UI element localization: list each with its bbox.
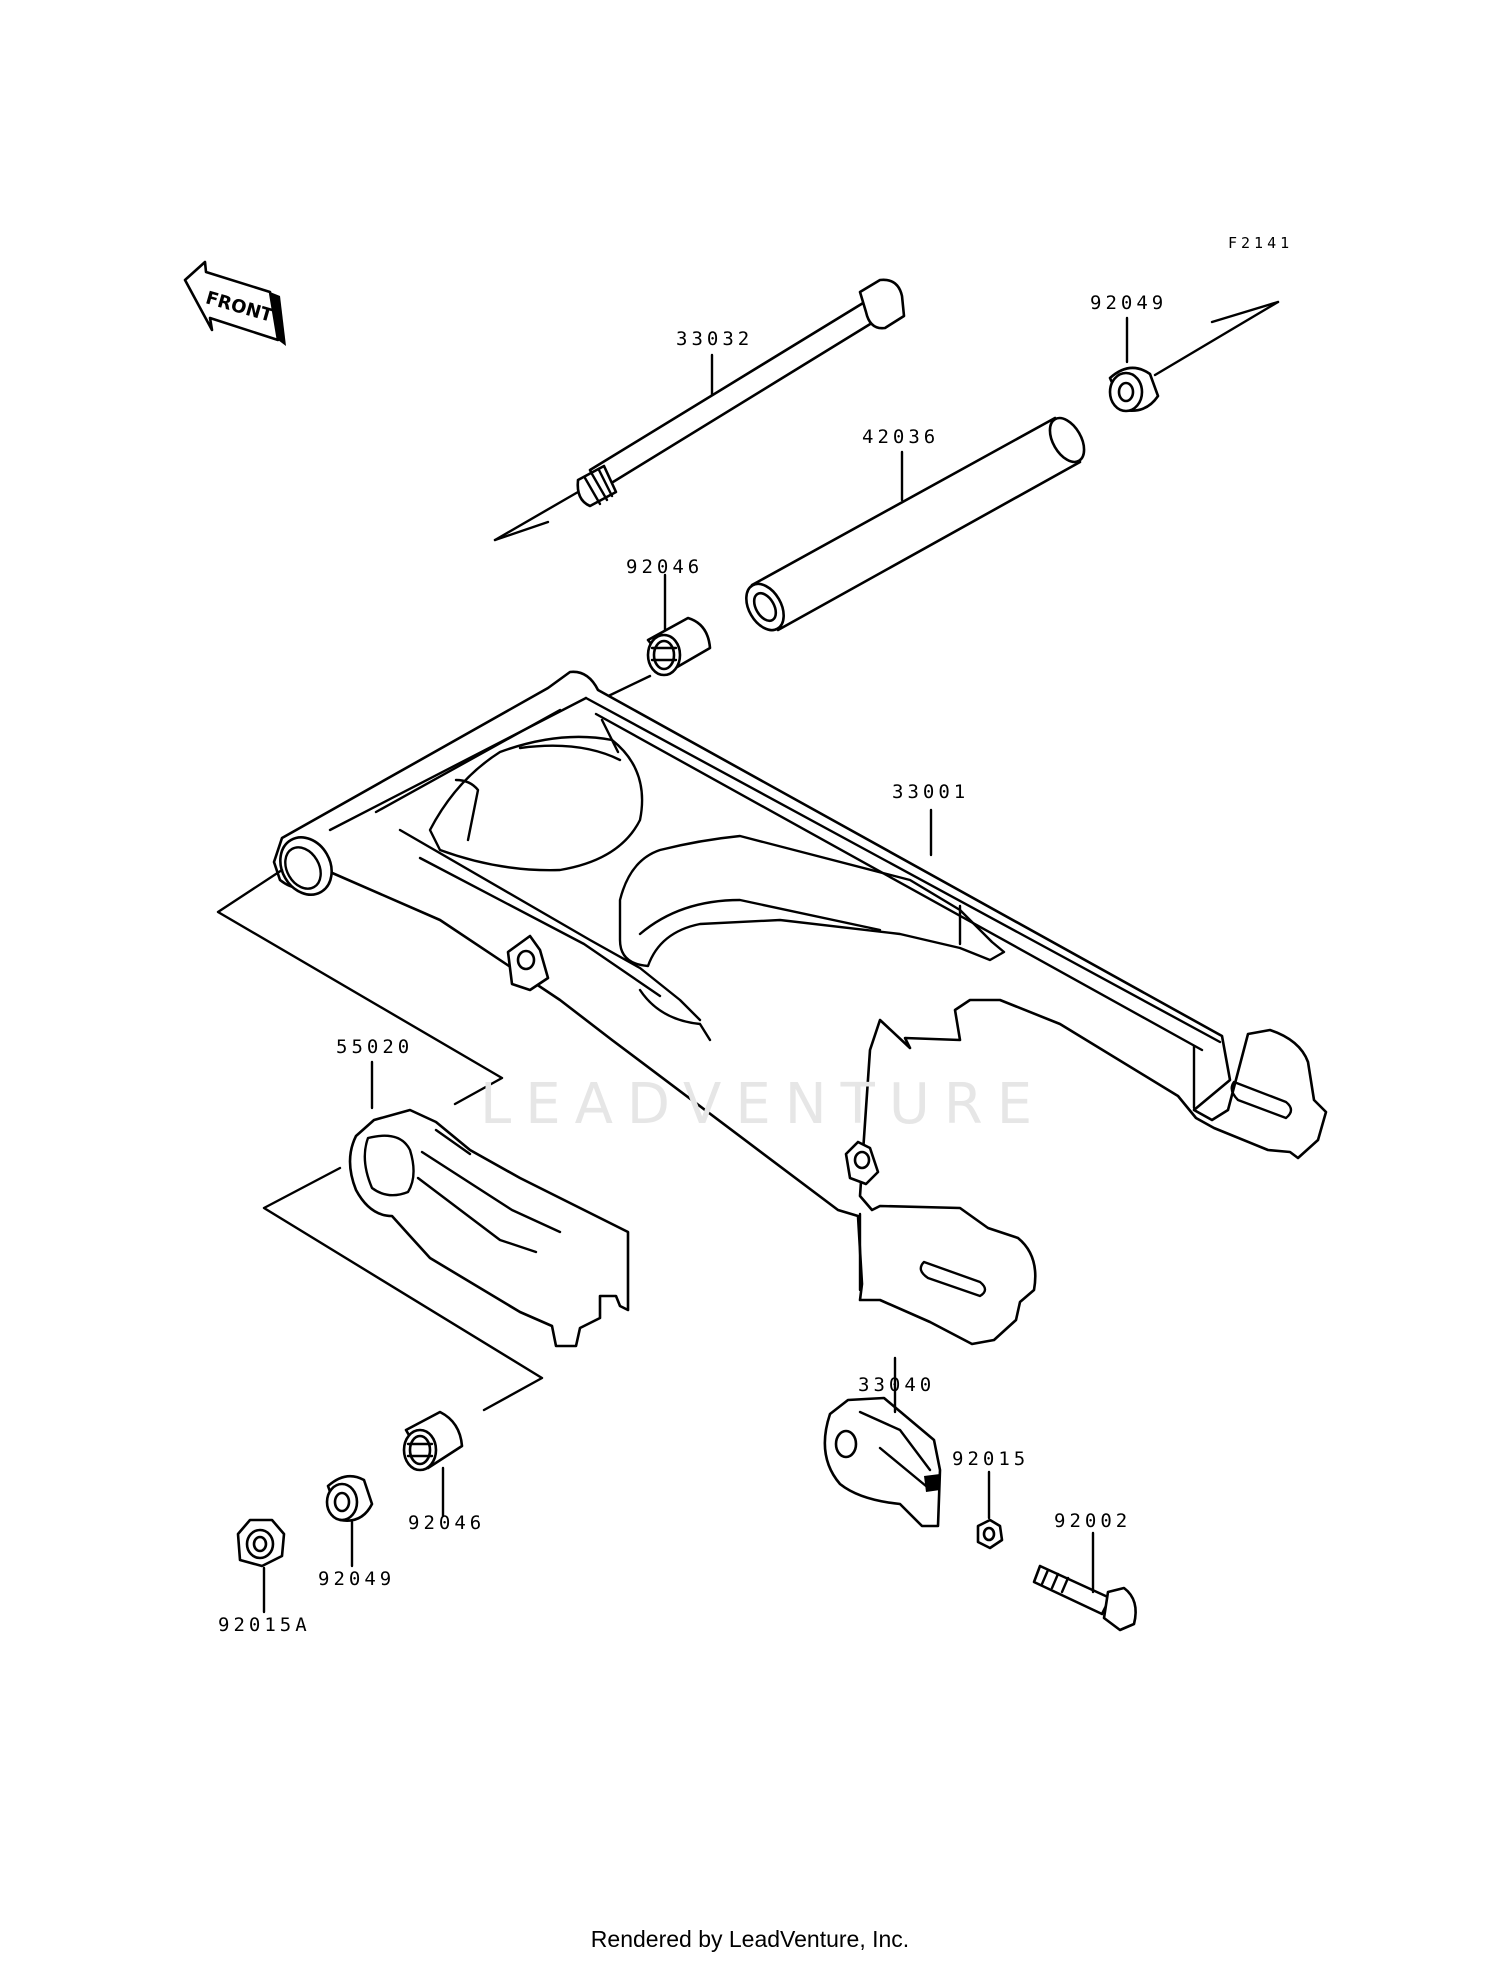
label-55020[interactable]: 55020 — [336, 1036, 414, 1058]
part-92015-nut — [976, 1518, 1004, 1550]
label-92049-top[interactable]: 92049 — [1090, 292, 1168, 314]
label-92049-bottom[interactable]: 92049 — [318, 1568, 396, 1590]
front-arrow-icon: FRONT — [183, 260, 286, 346]
part-55020-chain-guide — [348, 1108, 630, 1348]
footer-credit: Rendered by LeadVenture, Inc. — [590, 1926, 910, 1952]
part-92049-bottom-washer — [325, 1474, 374, 1522]
watermark: LEADVENTURE — [480, 1072, 1047, 1137]
part-92049-top-washer — [1108, 300, 1280, 413]
part-33040-link — [823, 1396, 942, 1528]
label-92015[interactable]: 92015 — [952, 1448, 1030, 1470]
part-92002-bolt — [1032, 1564, 1137, 1632]
part-92046-top-bearing — [598, 616, 712, 702]
part-42036-sleeve — [745, 416, 1086, 632]
part-92015A-flange-nut — [236, 1518, 286, 1568]
pivot-bracket-lines — [216, 868, 504, 1106]
label-33032[interactable]: 33032 — [676, 328, 754, 350]
label-92015A[interactable]: 92015A — [218, 1614, 311, 1636]
part-33001-swingarm — [272, 670, 1328, 1346]
label-42036[interactable]: 42036 — [862, 426, 940, 448]
diagram-code: F2141 — [1228, 234, 1294, 252]
part-33032-bolt — [493, 278, 906, 542]
label-92046-top[interactable]: 92046 — [626, 556, 704, 578]
label-92046-bottom[interactable]: 92046 — [408, 1512, 486, 1534]
label-92002[interactable]: 92002 — [1054, 1510, 1132, 1532]
part-92046-bottom-bearing — [402, 1410, 464, 1472]
label-33040[interactable]: 33040 — [858, 1374, 936, 1396]
pivot-bracket-lines-lower — [262, 1166, 544, 1412]
label-33001[interactable]: 33001 — [892, 781, 970, 803]
